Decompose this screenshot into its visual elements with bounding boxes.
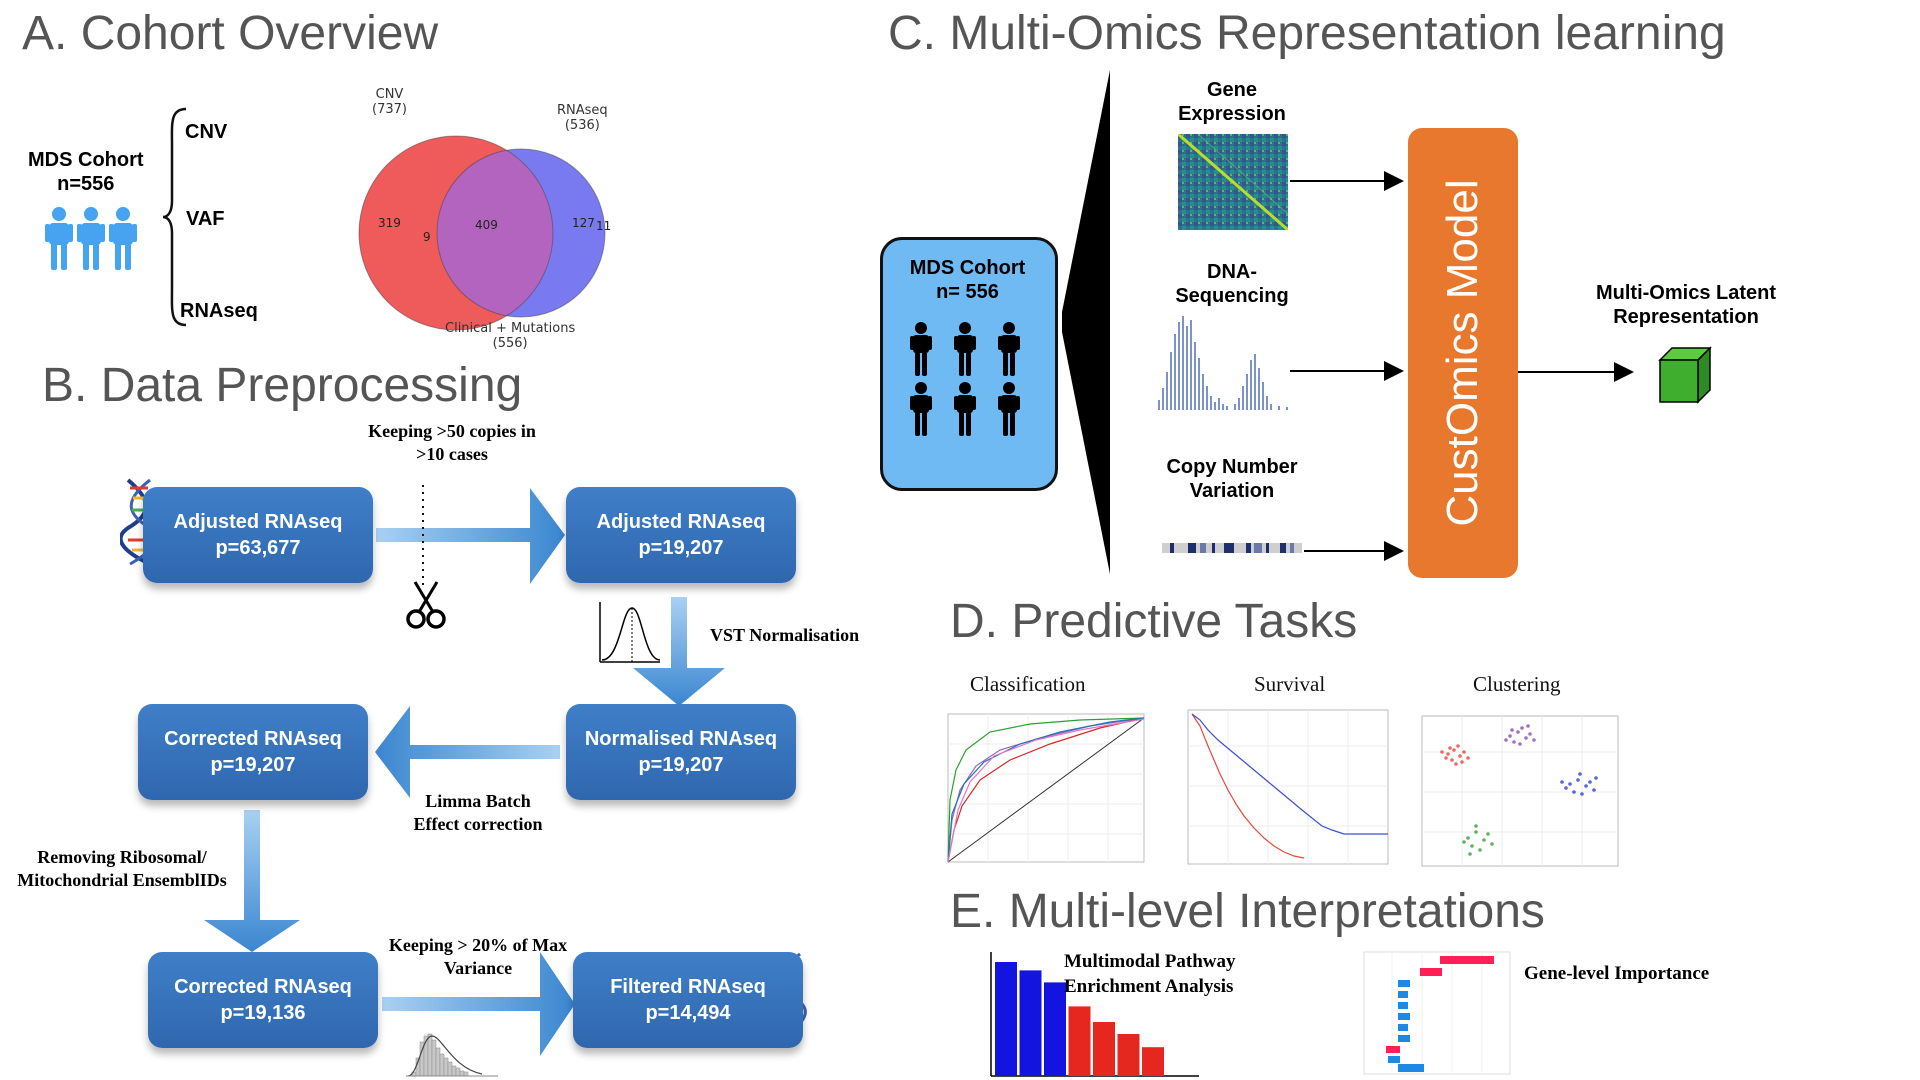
curly-brace — [162, 107, 187, 327]
pathway-enrichment-label: Multimodal Pathway Enrichment Analysis — [1064, 951, 1236, 997]
gene-expression-heatmap — [1178, 134, 1288, 230]
box-corrected-rnaseq-2: Corrected RNAseq p=19,136 — [148, 952, 378, 1048]
pathway-bar — [995, 962, 1017, 1076]
box-value: p=63,677 — [215, 537, 301, 559]
step-vst: VST Normalisation — [710, 625, 860, 645]
roc-curve-plot — [947, 713, 1145, 863]
pathway-bar — [1142, 1047, 1164, 1076]
latent-representation-label: Multi-Omics Latent Representation — [1595, 282, 1776, 328]
venn-region-9: 9 — [423, 230, 431, 244]
venn-cnv-label: CNV (737) — [372, 87, 407, 118]
venn-region-127: 127 — [572, 216, 595, 230]
venn-rnaseq-count: (536) — [564, 117, 600, 133]
box-value: p=19,207 — [638, 754, 724, 776]
gene-importance-label: Gene-level Importance — [1524, 963, 1710, 984]
task-clustering: Clustering — [1473, 672, 1561, 696]
box-adjusted-rnaseq-filtered: Adjusted RNAseq p=19,207 — [566, 487, 796, 583]
box-value: p=19,207 — [638, 537, 724, 559]
scissors-icon — [406, 581, 446, 629]
cohort-box-count: n= 556 — [936, 281, 999, 303]
pathway-bar — [1093, 1022, 1115, 1076]
venn-rnaseq-label: RNAseq (536) — [557, 103, 608, 134]
box-filtered-rnaseq: Filtered RNAseq p=14,494 — [573, 952, 803, 1048]
gene-importance-plot — [1363, 951, 1511, 1075]
pathway-bar-chart — [990, 952, 1199, 1077]
step-remove: Removing Ribosomal/ Mitochondrial Ensemb… — [17, 847, 227, 890]
box-value: p=14,494 — [645, 1002, 731, 1024]
pathway-bar — [1044, 982, 1066, 1076]
step-limma: Limma Batch Effect correction — [413, 791, 543, 834]
cohort-count: n=556 — [57, 173, 115, 195]
arrow-keep-copies — [376, 488, 565, 584]
section-c-title: C. Multi-Omics Representation learning — [888, 7, 1726, 60]
funnel-wedge — [1062, 70, 1110, 574]
arrow-limma — [375, 706, 560, 798]
input-gene-expression: Gene Expression — [1178, 79, 1286, 125]
box-corrected-rnaseq: Corrected RNAseq p=19,207 — [138, 704, 368, 800]
box-label: Normalised RNAseq — [584, 728, 778, 750]
box-label: Adjusted RNAseq — [173, 511, 343, 533]
arrow-remove — [204, 810, 300, 952]
venn-cnv-name: CNV — [375, 87, 404, 102]
venn-cnv-count: (737) — [372, 101, 407, 117]
task-classification: Classification — [970, 672, 1086, 696]
cohort-box-title: MDS Cohort — [909, 257, 1026, 279]
step-keep-copies: Keeping >50 copies in >10 cases — [368, 421, 536, 464]
pathway-bar — [1019, 970, 1042, 1076]
arrow-variance — [382, 952, 575, 1056]
box-label: Adjusted RNAseq — [596, 511, 766, 533]
venn-region-11: 11 — [596, 219, 612, 233]
venn-clinical-label: Clinical + Mutations (556) — [445, 321, 576, 352]
box-value: p=19,136 — [220, 1002, 306, 1024]
venn-diagram — [358, 135, 606, 331]
section-d-title: D. Predictive Tasks — [950, 595, 1358, 648]
people-icon — [45, 207, 137, 270]
section-e-title: E. Multi-level Interpretations — [950, 885, 1545, 938]
cohort-box-label: MDS Cohort n= 556 — [885, 256, 1050, 304]
box-normalised-rnaseq: Normalised RNAseq p=19,207 — [566, 704, 796, 800]
clustering-scatter-plot — [1421, 715, 1619, 867]
dna-sequencing-histogram — [1158, 316, 1288, 410]
venn-overlap — [437, 149, 553, 317]
cohort-label: MDS Cohort n=556 — [28, 148, 144, 196]
normal-curve-icon — [599, 602, 661, 663]
venn-clinical-name: Clinical + Mutations — [445, 321, 576, 336]
venn-region-319: 319 — [378, 216, 401, 230]
task-survival: Survival — [1254, 672, 1326, 696]
cnv-strip — [1162, 543, 1302, 553]
box-value: p=19,207 — [210, 754, 296, 776]
modality-rnaseq: RNAseq — [180, 300, 258, 322]
input-dna-sequencing: DNA- Sequencing — [1175, 261, 1289, 307]
modality-vaf: VAF — [186, 208, 225, 230]
pathway-bar — [1068, 1006, 1091, 1076]
modality-cnv: CNV — [185, 121, 228, 143]
section-b-title: B. Data Preprocessing — [42, 359, 523, 412]
latent-cube-icon — [1658, 346, 1712, 404]
venn-region-409: 409 — [475, 218, 498, 232]
arrow-vst — [633, 597, 725, 706]
venn-clinical-count: (556) — [492, 335, 528, 351]
cohort-label-text: MDS Cohort — [28, 149, 144, 171]
box-label: Corrected RNAseq — [174, 976, 352, 998]
box-label: Corrected RNAseq — [164, 728, 342, 750]
survival-curve-plot — [1187, 709, 1389, 865]
custOmics-model-block — [1408, 128, 1518, 578]
pathway-bar — [1117, 1034, 1140, 1076]
histogram-icon — [406, 1033, 498, 1077]
section-a-title: A. Cohort Overview — [22, 7, 439, 60]
input-copy-number: Copy Number Variation — [1166, 456, 1298, 502]
box-adjusted-rnaseq-raw: Adjusted RNAseq p=63,677 — [143, 487, 373, 583]
model-label: CustOmics Model — [1438, 179, 1487, 527]
box-label: Filtered RNAseq — [610, 976, 766, 998]
venn-rnaseq-name: RNAseq — [557, 103, 608, 118]
step-variance: Keeping > 20% of Max Variance — [388, 935, 568, 978]
